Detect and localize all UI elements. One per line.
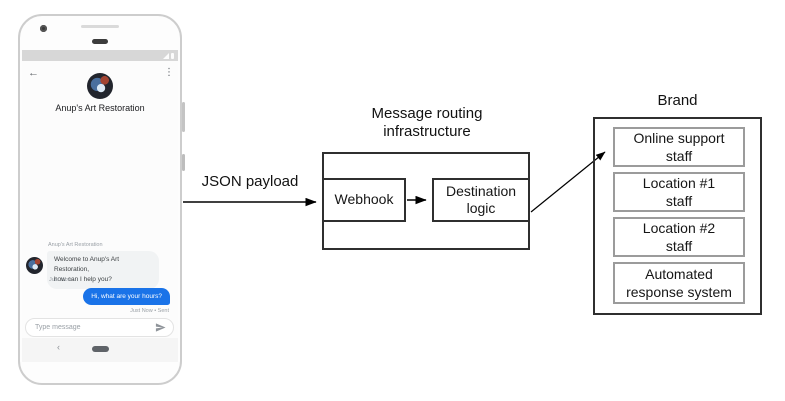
routing-title: Message routing infrastructure [371, 105, 483, 141]
camera-icon [40, 25, 47, 32]
business-avatar [87, 73, 113, 99]
sender-label: Anup's Art Restoration [48, 242, 103, 248]
incoming-message-bubble: Welcome to Anup's Art Restoration, how c… [47, 251, 159, 290]
nav-back-icon[interactable]: ‹ [57, 342, 60, 352]
business-name: Anup's Art Restoration [55, 103, 145, 113]
json-payload-label: JSON payload [201, 173, 299, 190]
message-avatar [26, 257, 43, 274]
outgoing-timestamp: Just Now • Sent [130, 308, 169, 314]
overflow-menu-icon[interactable]: ⋮ [164, 67, 174, 78]
brand-box [593, 117, 762, 315]
battery-icon [171, 52, 174, 59]
back-arrow-icon[interactable]: ← [28, 67, 39, 79]
webhook-node: Webhook [322, 178, 406, 222]
incoming-timestamp: Just Now [49, 277, 72, 283]
home-pill[interactable] [92, 346, 109, 352]
brand-item-location-1: Location #1 staff [613, 172, 745, 212]
brand-item-automated-response: Automated response system [613, 262, 745, 304]
volume-button [182, 102, 185, 132]
brand-item-online-support: Online support staff [613, 127, 745, 167]
status-bar [22, 50, 178, 61]
phone-mockup: ← ⋮ Anup's Art Restoration Anup's Art Re… [18, 14, 185, 385]
power-button [182, 154, 185, 171]
destination-logic-node: Destination logic [432, 178, 530, 222]
navigation-bar: ‹ [22, 338, 178, 362]
brand-item-location-2: Location #2 staff [613, 217, 745, 257]
brand-title: Brand [657, 92, 698, 109]
send-icon[interactable] [155, 322, 166, 333]
speaker-grille [81, 25, 119, 28]
message-composer[interactable] [25, 318, 174, 337]
earpiece [92, 39, 108, 44]
message-input[interactable] [33, 323, 151, 332]
signal-icon [163, 52, 169, 59]
outgoing-message-bubble: Hi, what are your hours? [83, 288, 170, 306]
